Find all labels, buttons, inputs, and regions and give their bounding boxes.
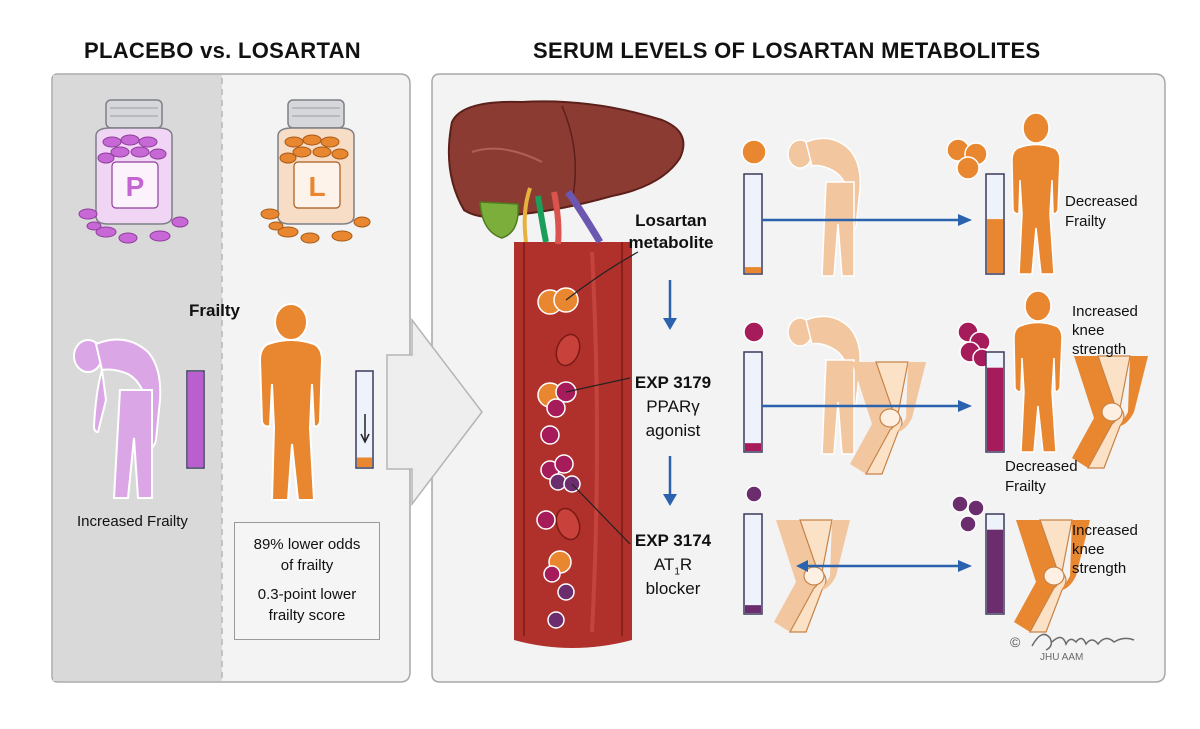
transition-arrow-icon — [386, 317, 483, 507]
down-arrow-icon — [360, 433, 370, 444]
row2-weak-knee-icon — [849, 361, 927, 475]
row3-low-bar — [743, 513, 763, 615]
score-line-2: frailty score — [268, 607, 346, 624]
row1-low-dot — [741, 139, 767, 165]
row3-high-fill — [987, 529, 1003, 613]
copyright-symbol: © — [1010, 634, 1021, 650]
score-line-1: 0.3-point lower — [257, 586, 357, 603]
metabolite-line-1: Losartan — [635, 211, 707, 230]
losartan-letter: L — [308, 171, 325, 202]
artist-signature-icon — [1031, 633, 1135, 651]
row1-outcome-2: Frailty — [1065, 213, 1106, 230]
row3-weak-knee-icon — [773, 519, 851, 633]
row3-arrow-icon — [958, 560, 972, 572]
frailty-label: Frailty — [189, 301, 241, 320]
row2-bot-2: Frailty — [1005, 478, 1046, 495]
exp3179-name: EXP 3179 — [634, 373, 712, 392]
row1-healthy-person-icon — [1011, 112, 1061, 275]
row2-frail-person-icon — [787, 315, 862, 455]
row2-top-2: knee — [1072, 322, 1105, 339]
row2-high-fill — [987, 367, 1003, 451]
exp3179-desc-1: PPARγ — [646, 397, 700, 416]
exp3179-desc-2: agonist — [645, 421, 701, 440]
row1-low-fill — [745, 267, 761, 273]
right-panel-title: SERUM LEVELS OF LOSARTAN METABOLITES — [533, 38, 1041, 63]
liver-icon — [447, 100, 685, 219]
credit-text: JHU AAM — [1040, 652, 1084, 663]
row1-outcome-1: Decreased — [1065, 193, 1138, 210]
outcome-rows — [741, 112, 1149, 633]
exp3174-desc-2: blocker — [645, 579, 701, 598]
exp3174-receptor: AT1R — [618, 554, 728, 583]
row3-outcome-3: strength — [1072, 560, 1127, 577]
row2-low-fill — [745, 443, 761, 451]
row1-low-bar — [743, 173, 763, 275]
frail-person-icon — [73, 338, 162, 499]
losartan-bar-fill — [357, 457, 372, 467]
metabolite-line-2: metabolite — [628, 233, 714, 252]
blood-vessel — [514, 242, 632, 648]
row3-outcome-1: Increased — [1072, 522, 1138, 539]
row3-low-fill — [745, 605, 761, 613]
row2-bot-1: Decreased — [1005, 458, 1078, 475]
placebo-bottle-icon: P — [78, 99, 189, 244]
gallbladder-icon — [479, 201, 519, 239]
healthy-person-icon — [258, 303, 324, 501]
left-panel-title: PLACEBO vs. LOSARTAN — [84, 38, 361, 63]
placebo-bar-fill — [188, 372, 203, 467]
row1-high-fill — [987, 219, 1003, 273]
row2-strong-knee-icon — [1071, 355, 1149, 469]
liver-vessel-illustration — [447, 100, 685, 648]
stats-box: 89% lower odds of frailty 0.3-point lowe… — [234, 522, 380, 640]
losartan-bottle-icon: L — [260, 99, 371, 244]
exp3174-name: EXP 3174 — [634, 531, 712, 550]
losartan-frailty-bar — [355, 370, 374, 469]
increased-frailty-label: Increased Frailty — [77, 513, 188, 530]
placebo-letter: P — [126, 171, 145, 202]
row2-top-3: strength — [1072, 341, 1127, 358]
row2-arrow-icon — [958, 400, 972, 412]
flow-arrow-1-icon — [663, 280, 677, 330]
odds-line-2: of frailty — [280, 557, 334, 574]
exp3174-at: AT — [653, 555, 675, 574]
odds-line-1: 89% lower odds — [253, 536, 361, 553]
row2-top-1: Increased — [1072, 303, 1138, 320]
row1-frail-person-icon — [787, 137, 862, 277]
exp3174-r: R — [679, 555, 693, 574]
placebo-frailty-bar — [186, 370, 205, 469]
row3-outcome-2: knee — [1072, 541, 1105, 558]
row1-arrow-icon — [958, 214, 972, 226]
row2-low-bar — [743, 351, 763, 453]
flow-arrow-2-icon — [663, 456, 677, 506]
row2-healthy-person-icon — [1013, 290, 1063, 453]
exp3174-subscript: 1 — [674, 566, 680, 578]
